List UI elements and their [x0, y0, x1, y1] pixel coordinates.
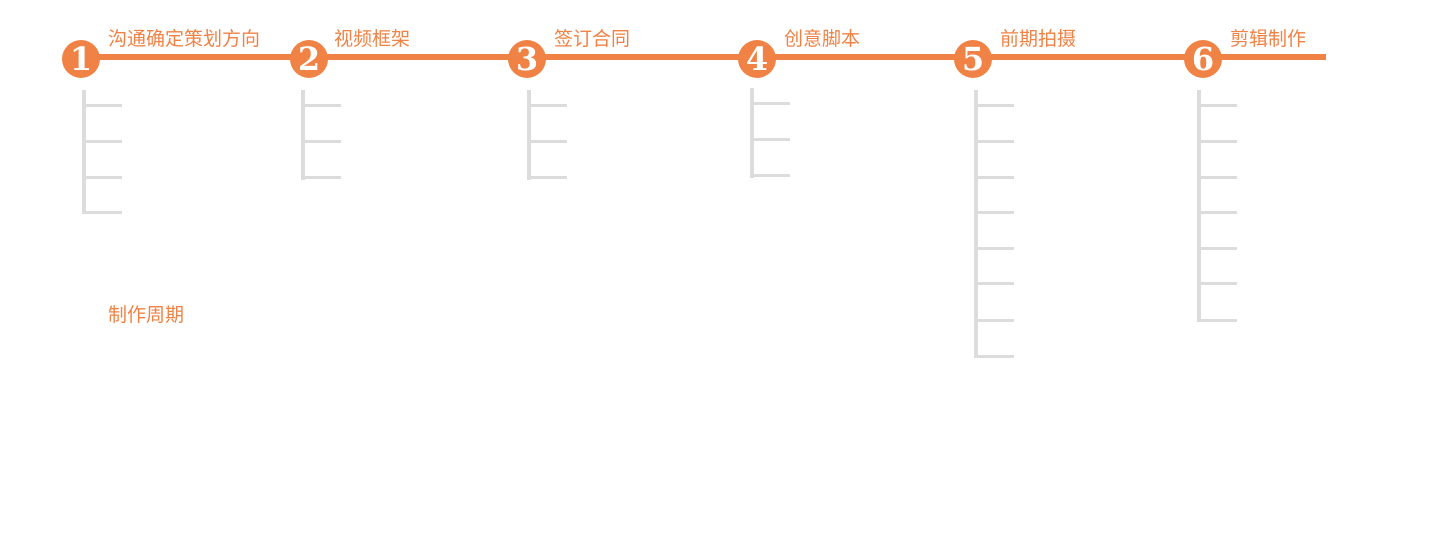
step-2-badge: 2 [290, 40, 328, 78]
step-1-branch [86, 140, 122, 143]
step-6-branch [1201, 176, 1237, 179]
step-2-branch [305, 140, 341, 143]
step-2-tree [301, 90, 341, 180]
step-6-branch [1201, 282, 1237, 285]
step-4-label: 创意脚本 [784, 28, 861, 50]
step-4-tree [750, 88, 790, 178]
step-5-branch [978, 104, 1014, 107]
production-cycle-label: 制作周期 [108, 304, 185, 326]
step-5-tree [974, 90, 1014, 358]
step-3-branch [531, 104, 567, 107]
step-5-branch [978, 355, 1014, 358]
step-5-label: 前期拍摄 [1000, 28, 1077, 50]
step-4-branch [754, 138, 790, 141]
step-1-tree [82, 90, 122, 214]
step-5-branch [978, 176, 1014, 179]
step-4-badge: 4 [738, 40, 776, 78]
step-4-branch [754, 102, 790, 105]
step-5-branch [978, 319, 1014, 322]
step-1-label: 沟通确定策划方向 [108, 28, 261, 50]
step-6-label: 剪辑制作 [1230, 28, 1307, 50]
step-1-branch [86, 176, 122, 179]
step-5-branch [978, 140, 1014, 143]
step-2-branch [305, 104, 341, 107]
step-5-branch [978, 247, 1014, 250]
step-6-badge: 6 [1184, 40, 1222, 78]
step-3-branch [531, 140, 567, 143]
step-6-branch [1201, 140, 1237, 143]
timeline-line [80, 54, 1326, 60]
step-6-branch [1201, 247, 1237, 250]
step-3-badge: 3 [508, 40, 546, 78]
step-3-tree [527, 90, 567, 180]
step-6-branch [1201, 319, 1237, 322]
step-5-branch [978, 211, 1014, 214]
step-6-tree [1197, 90, 1237, 322]
step-2-label: 视频框架 [334, 28, 411, 50]
step-3-branch [531, 176, 567, 179]
step-2-branch [305, 176, 341, 179]
step-1-branch [86, 211, 122, 214]
step-6-branch [1201, 104, 1237, 107]
step-5-branch [978, 282, 1014, 285]
step-1-branch [86, 104, 122, 107]
step-6-branch [1201, 211, 1237, 214]
step-1-badge: 1 [62, 40, 100, 78]
step-5-badge: 5 [954, 40, 992, 78]
step-4-branch [754, 174, 790, 177]
step-3-label: 签订合同 [554, 28, 631, 50]
